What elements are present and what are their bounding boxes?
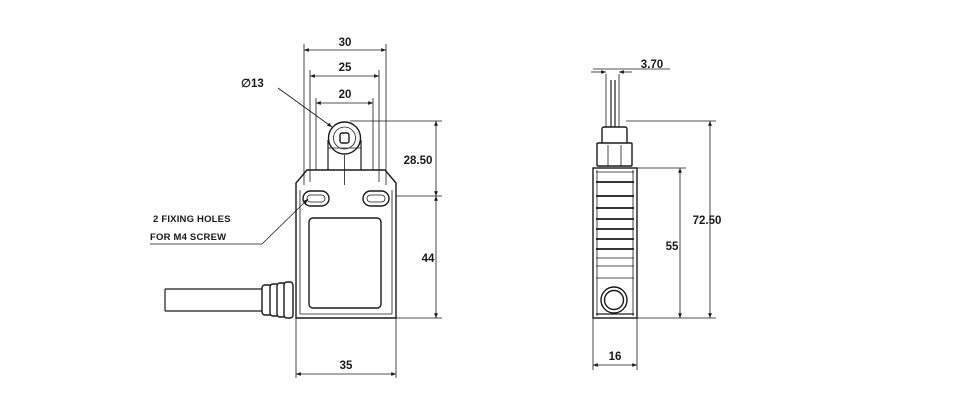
front-window: [308, 217, 382, 309]
dim-28-50: 28.50: [404, 155, 433, 167]
dim-16: 16: [609, 351, 622, 363]
dim-35: 35: [340, 360, 353, 372]
dim-3-70: 3.70: [641, 59, 663, 71]
side-cable-gland: [600, 286, 628, 314]
note-fixing-holes-line1: 2 FIXING HOLES: [153, 214, 231, 225]
dim-25: 25: [339, 62, 352, 74]
cable: [164, 281, 294, 319]
dim-44: 44: [422, 253, 435, 265]
fixing-holes: [302, 190, 390, 207]
front-view: 30 25 20 ∅13 28.50 44 35 2 FIXING HOLES …: [150, 37, 442, 378]
side-ribs: [596, 170, 634, 316]
roller-actuator: [327, 121, 362, 185]
dim-20: 20: [339, 89, 352, 101]
side-view: 3.70 55 72.50 16: [591, 59, 721, 370]
dim-72-50: 72.50: [693, 215, 722, 227]
note-fixing-holes-line2: FOR M4 SCREW: [150, 232, 226, 243]
dim-diameter-13: ∅13: [241, 78, 264, 90]
side-roller: [596, 74, 633, 167]
dim-55: 55: [666, 241, 679, 253]
dim-30: 30: [339, 37, 352, 49]
